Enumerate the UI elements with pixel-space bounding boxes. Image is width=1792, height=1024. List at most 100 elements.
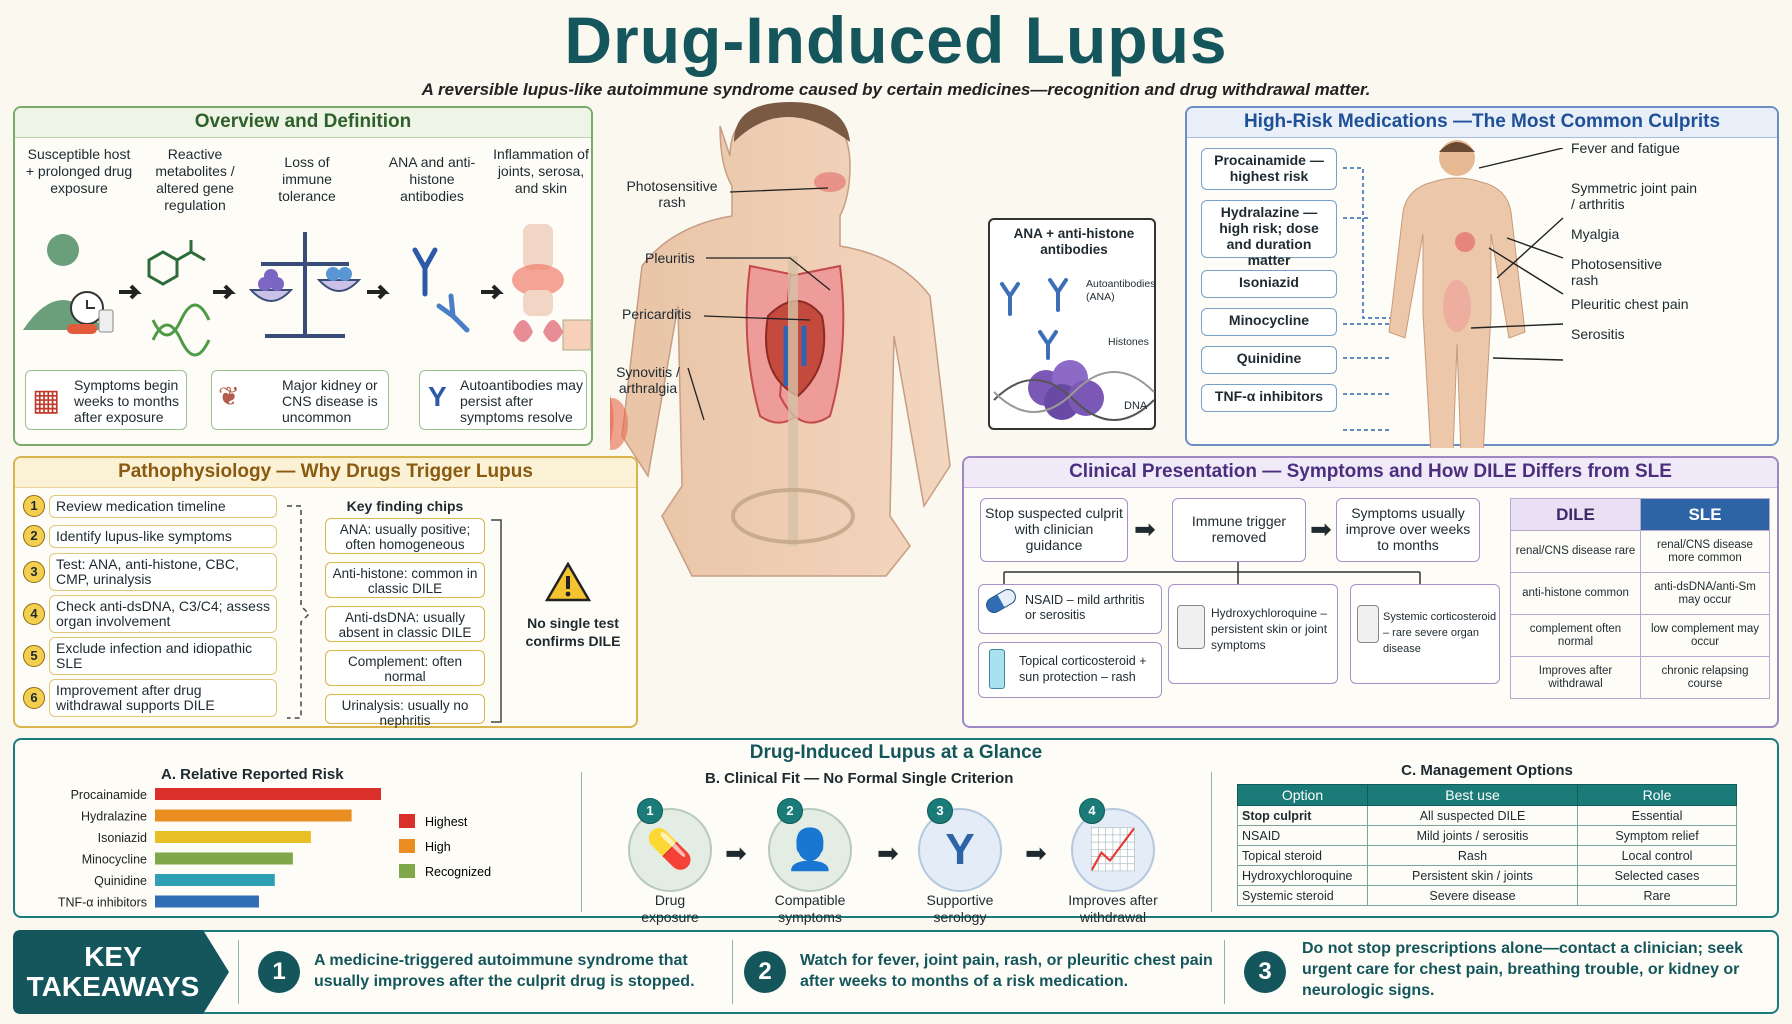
antibody-small-icon: Y [428, 381, 447, 412]
patho-step-1: Review medication timeline [49, 494, 277, 518]
sle-row-2: anti-dsDNA/anti-Sm may occur [1640, 572, 1770, 615]
mgmt-title: C. Management Options [1401, 762, 1573, 779]
overview-fact-2: ❦ Major kidney or CNS disease is uncommo… [211, 370, 389, 430]
step-number: 6 [23, 687, 45, 709]
step-number: 3 [23, 561, 45, 583]
sle-row-3: low complement may occur [1640, 614, 1770, 657]
sle-row-1: renal/CNS disease more common [1640, 530, 1770, 573]
chip-anti-dsdna: Anti-dsDNA: usually absent in classic DI… [325, 606, 485, 642]
takeaways-label: KEY TAKEAWAYS [26, 941, 200, 1002]
chip-ana: ANA: usually positive; often homogeneous [325, 518, 485, 554]
label-synovitis: Synovitis / arthralgia [616, 364, 680, 396]
fit-steps: 💊 1 Drug exposure ➡ 👤 2 Compatible sympt… [625, 792, 1185, 925]
mgmt-header-role: Role [1577, 784, 1737, 806]
chips-title: Key finding chips [346, 498, 464, 514]
legend-label: Recognized [425, 865, 491, 879]
takeaway-number-2: 2 [744, 951, 786, 993]
med-quinidine: Quinidine [1201, 346, 1337, 374]
takeaway-3: Do not stop prescriptions alone—contact … [1302, 940, 1743, 999]
balance-scale-icon [248, 232, 362, 338]
inflamed-joint-icon [512, 224, 592, 351]
takeaways-banner [13, 930, 229, 1014]
takeaway-number-3: 3 [1244, 951, 1286, 993]
fit-step-2: 👤 2 Compatible symptoms [755, 798, 865, 926]
arrow-icon [213, 284, 236, 300]
dile-row-4: Improves after withdrawal [1510, 656, 1641, 699]
legend-swatch [399, 839, 415, 853]
risk-bar-chart: ProcainamideHydralazineIsoniazidMinocycl… [58, 788, 491, 910]
clinical-title: Clinical Presentation — Symptoms and How… [964, 458, 1777, 488]
dile-row-3: complement often normal [1510, 614, 1641, 657]
mgmt-cell: NSAID [1237, 825, 1368, 846]
divider [238, 940, 239, 1004]
legend-label: High [425, 840, 451, 854]
label-pericarditis: Pericarditis [622, 306, 692, 322]
glance-title: Drug-Induced Lupus at a Glance [749, 742, 1043, 763]
mgmt-cell: Selected cases [1577, 865, 1737, 886]
patho-step-2: Identify lupus-like symptoms [49, 524, 277, 548]
overview-pathway-illustration [23, 224, 592, 357]
symptom-fever: Fever and fatigue [1571, 140, 1680, 156]
arrow-icon: ➡ [877, 838, 899, 868]
med-isoniazid: Isoniazid [1201, 270, 1337, 298]
figure-leader-lines [687, 187, 831, 421]
patho-step-6: Improvement after drug withdrawal suppor… [49, 679, 277, 717]
fit-step-1: 💊 1 Drug exposure [625, 798, 715, 926]
overview-step-1: Susceptible host + prolonged drug exposu… [25, 146, 133, 196]
dile-row-2: anti-histone common [1510, 572, 1641, 615]
mgmt-cell: Stop culprit [1237, 805, 1368, 826]
arrow-icon [119, 284, 142, 300]
risk-bar-label: Hydralazine [81, 810, 147, 824]
overview-panel: Overview and Definition Susceptible host… [13, 106, 593, 446]
warning-text: No single test confirms DILE [525, 615, 621, 649]
mgmt-cell: Rare [1577, 885, 1737, 906]
risk-bar [155, 788, 381, 800]
mgmt-cell: Hydroxychloroquine [1237, 865, 1368, 886]
patho-step-3: Test: ANA, anti-histone, CBC, CMP, urina… [49, 553, 277, 591]
host-clock-icon [23, 234, 114, 334]
bracket-lines [287, 505, 311, 719]
mgmt-header-option: Option [1237, 784, 1368, 806]
legend-swatch [399, 814, 415, 828]
metabolite-dna-icon [147, 240, 211, 357]
med-procainamide: Procainamide — highest risk [1201, 148, 1337, 190]
overview-fact-3: Y Autoantibodies may persist after sympt… [419, 370, 587, 430]
symptom-serositis: Serositis [1571, 326, 1625, 342]
legend-swatch [399, 864, 415, 878]
overview-title: Overview and Definition [15, 108, 591, 138]
patho-title: Pathophysiology — Why Drugs Trigger Lupu… [15, 458, 636, 488]
nucleosome-illustration [993, 278, 1155, 421]
sle-row-4: chronic relapsing course [1640, 656, 1770, 699]
risk-bar-label: Procainamide [71, 788, 147, 802]
person-icon: 👤 [768, 808, 852, 892]
overview-step-3: Loss of immune tolerance [278, 154, 336, 204]
symptom-joint-pain: Symmetric joint pain / arthritis [1571, 180, 1698, 212]
mgmt-cell: Essential [1577, 805, 1737, 826]
mgmt-header-best-use: Best use [1367, 784, 1578, 806]
step-number: 5 [23, 645, 45, 667]
arrow-icon: ➡ [1310, 514, 1332, 544]
treatment-nsaid: NSAID – mild arthritis or serositis [978, 584, 1162, 634]
antibody-icon [412, 247, 470, 333]
symptom-myalgia: Myalgia [1571, 226, 1620, 242]
treatment-systemic: Systemic corticosteroid – rare severe or… [1350, 584, 1500, 684]
clinical-panel: Clinical Presentation — Symptoms and How… [962, 456, 1779, 728]
takeaway-2: Watch for fever, joint pain, rash, or pl… [800, 952, 1213, 990]
arrow-icon: ➡ [725, 838, 747, 868]
arrow-icon: ➡ [1025, 838, 1047, 868]
mgmt-cell: Persistent skin / joints [1367, 865, 1578, 886]
inset-label-autoantibodies: Autoantibodies (ANA) [1086, 278, 1156, 303]
chip-urinalysis: Urinalysis: usually no nephritis [325, 694, 485, 728]
fit-title: B. Clinical Fit — No Formal Single Crite… [705, 770, 1014, 787]
mgmt-cell: Symptom relief [1577, 825, 1737, 846]
risk-bar-label: Isoniazid [98, 831, 147, 845]
header-dile: DILE [1510, 498, 1641, 531]
med-minocycline: Minocycline [1201, 308, 1337, 336]
fit-step-4: 📈 4 Improves after withdrawal [1053, 798, 1173, 926]
dile-row-1: renal/CNS disease rare [1510, 530, 1641, 573]
risk-bar [155, 895, 259, 908]
symptom-leader-lines [1470, 148, 1564, 361]
page-subtitle: A reversible lupus-like autoimmune syndr… [421, 80, 1371, 99]
fit-number-2: 2 [777, 798, 803, 824]
overview-fact-1: ▦ Symptoms begin weeks to months after e… [25, 370, 187, 430]
